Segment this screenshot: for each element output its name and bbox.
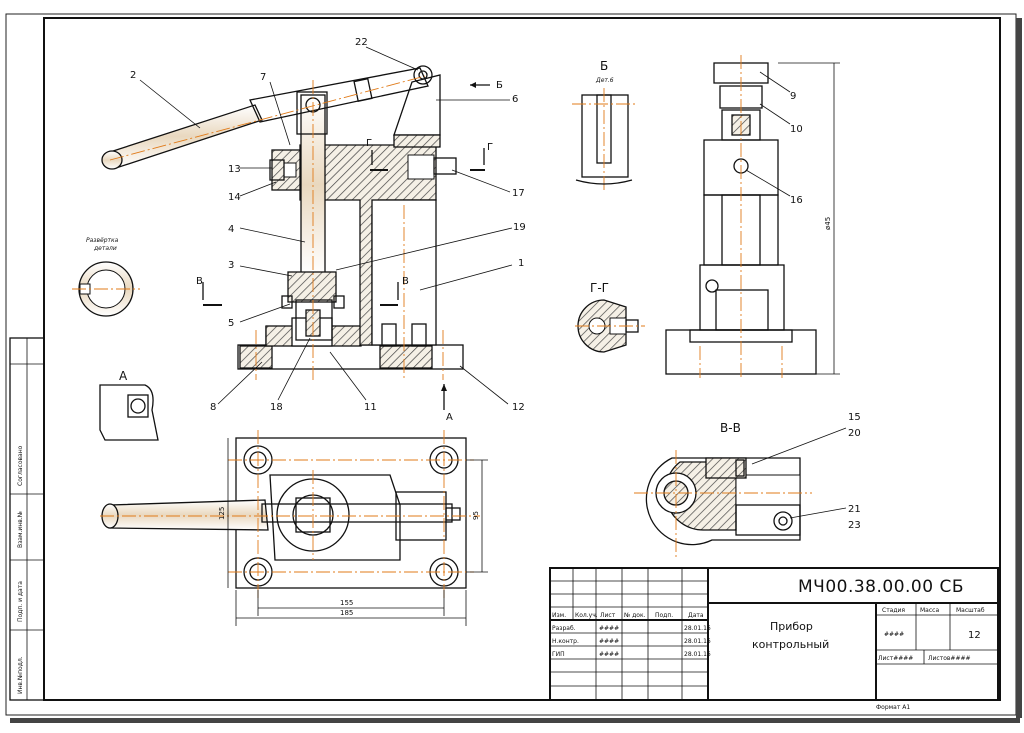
- pos-3: 3: [228, 260, 234, 271]
- dim-185: 185: [340, 609, 353, 617]
- tb-row1-name: ####: [599, 625, 619, 632]
- dim-125: 125: [218, 507, 226, 520]
- drawing-name-2: контрольный: [752, 638, 829, 651]
- drawing-code: МЧ00.38.00.00 СБ: [798, 577, 964, 597]
- arrow-v2-label: В: [402, 276, 409, 287]
- pos-2: 2: [130, 70, 136, 81]
- view-b-label: Б: [600, 59, 608, 73]
- pos-15: 15: [848, 412, 861, 423]
- tb-sheets: Листов####: [928, 655, 971, 662]
- arrow-g2-label: Г: [487, 142, 493, 153]
- pos-5: 5: [228, 318, 234, 329]
- tb-hdr-doc: № док.: [624, 612, 646, 619]
- stamp-inv: Инв.№подл.: [17, 656, 24, 694]
- arrow-a-label: А: [446, 412, 453, 423]
- pos-21: 21: [848, 504, 861, 515]
- stamp-agreed: Согласовано: [17, 445, 24, 486]
- pos-4: 4: [228, 224, 234, 235]
- pos-23: 23: [848, 520, 861, 531]
- pos-14: 14: [228, 192, 241, 203]
- pos-16: 16: [790, 195, 803, 206]
- format-label: Формат А1: [876, 704, 910, 711]
- bushing-development: Развёртка детали: [72, 237, 140, 317]
- section-arrows: Б Г Г В В А: [196, 80, 503, 423]
- bushing-caption-1: Развёртка: [86, 237, 119, 244]
- tb-sheet: Лист####: [878, 655, 913, 662]
- tb-row3-role: ГИП: [552, 651, 565, 658]
- pos-8: 8: [210, 402, 216, 413]
- pos-13: 13: [228, 164, 241, 175]
- pos-9: 9: [790, 91, 796, 102]
- tb-scale-val: 12: [968, 630, 981, 641]
- leaders: 2 7 22 6 13 14 17 4 19 3 1 5 8 18 11 12: [130, 37, 526, 413]
- pos-7: 7: [260, 72, 266, 83]
- dim-overall-height: ø45: [824, 217, 832, 230]
- view-b-sub: Дет.6: [595, 77, 614, 84]
- top-view: 155 185 95 125: [100, 430, 488, 626]
- view-vv-label: В-В: [720, 421, 741, 435]
- view-b: Б Дет.6: [572, 59, 636, 190]
- dim-155: 155: [340, 599, 353, 607]
- dim-95: 95: [472, 511, 480, 520]
- view-a-label: А: [119, 369, 128, 383]
- tb-stage-val: ####: [884, 631, 904, 638]
- view-a: А: [99, 369, 159, 441]
- tb-scale-hdr: Масштаб: [956, 607, 985, 614]
- tb-row2-role: Н.контр.: [552, 638, 579, 645]
- tb-row1-date: 28.01.16: [684, 625, 711, 632]
- stamp-replace: Взам.инв.№: [17, 511, 24, 548]
- front-view: [101, 65, 464, 380]
- tb-hdr-list: Лист: [600, 612, 616, 619]
- tb-stage-hdr: Стадия: [882, 607, 905, 614]
- view-g-label: Г-Г: [590, 281, 609, 295]
- pos-18: 18: [270, 402, 283, 413]
- outer-frame: [5, 13, 1017, 716]
- bushing-caption-2: детали: [93, 245, 117, 252]
- tb-row1-role: Разраб.: [552, 625, 576, 632]
- arrow-b-label: Б: [496, 80, 503, 91]
- pos-17: 17: [512, 188, 525, 199]
- pos-19: 19: [513, 222, 526, 233]
- side-view: ø45 9 10 16: [665, 55, 840, 380]
- side-stamp: Согласовано Взам.инв.№ Подп. и дата Инв.…: [9, 337, 45, 701]
- tb-row3-date: 28.01.16: [684, 651, 711, 658]
- tb-row2-date: 28.01.16: [684, 638, 711, 645]
- pos-12: 12: [512, 402, 525, 413]
- section-vv: В-В 15 20 21 23: [634, 412, 861, 560]
- pos-22: 22: [355, 37, 368, 48]
- view-g: Г-Г: [575, 281, 645, 353]
- tb-mass-hdr: Масса: [920, 607, 939, 614]
- tb-hdr-izm: Изм.: [552, 612, 566, 619]
- drawing-name-1: Прибор: [770, 620, 813, 633]
- tb-row3-name: ####: [599, 651, 619, 658]
- pos-6: 6: [512, 94, 518, 105]
- pos-10: 10: [790, 124, 803, 135]
- tb-row2-name: ####: [599, 638, 619, 645]
- tb-hdr-date: Дата: [688, 612, 704, 619]
- tb-hdr-kol: Кол.уч.: [575, 612, 598, 619]
- title-block: Изм. Кол.уч. Лист № док. Подп. Дата Разр…: [549, 567, 999, 711]
- pos-11: 11: [364, 402, 377, 413]
- arrow-v1-label: В: [196, 276, 203, 287]
- pos-20: 20: [848, 428, 861, 439]
- pos-1: 1: [518, 258, 524, 269]
- tb-hdr-sign: Подп.: [655, 612, 673, 619]
- arrow-g1-label: Г: [366, 138, 372, 149]
- stamp-sign: Подп. и дата: [17, 581, 24, 622]
